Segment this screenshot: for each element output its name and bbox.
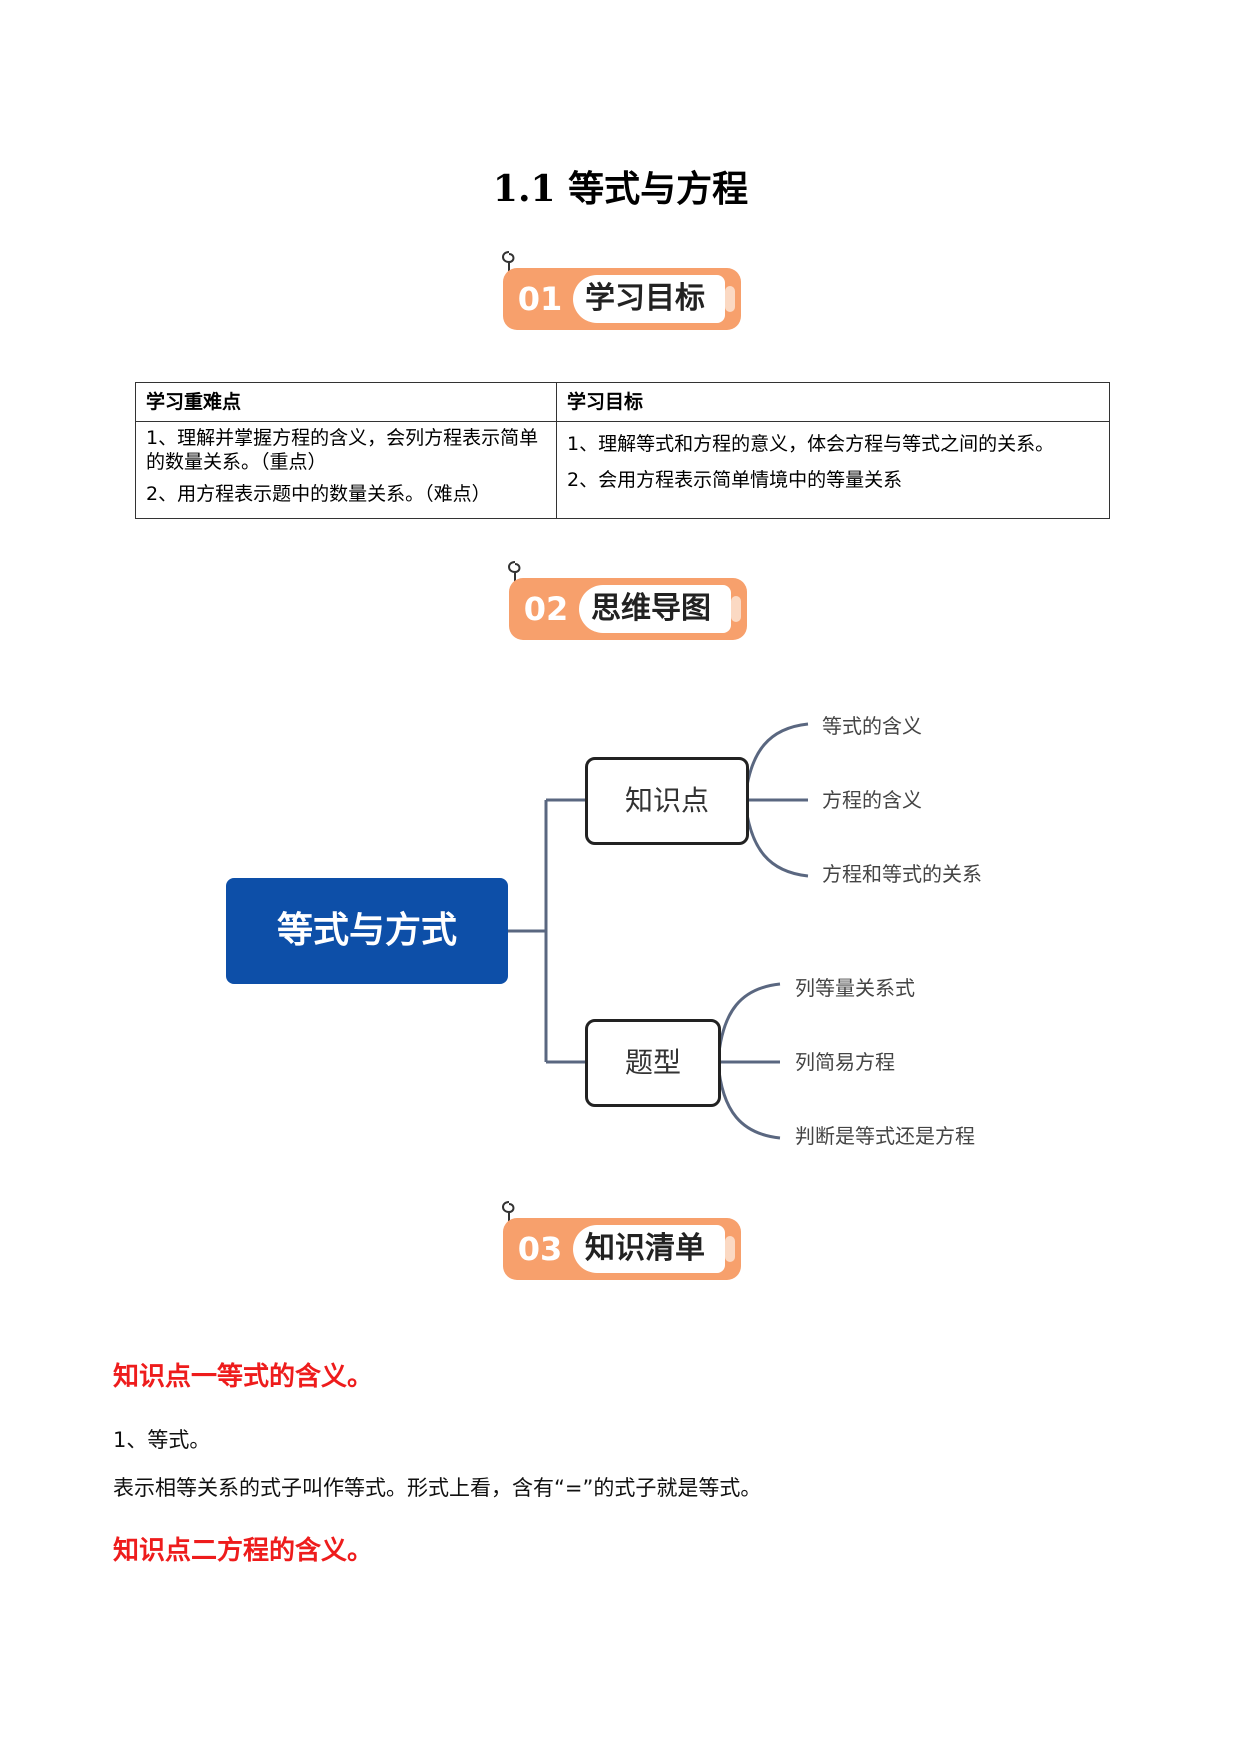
goals-header-right: 学习目标 [556,382,1110,422]
badge-number: 01 [517,280,563,318]
goals-cell-left: 1、理解并掌握方程的含义，会列方程表示简单的数量关系。（重点） 2、用方程表示题… [135,421,557,519]
badge-notch [731,596,741,622]
mindmap-leaf: 判断是等式还是方程 [795,1124,975,1148]
mindmap-root: 等式与方式 [226,878,508,984]
goals-table: 学习重难点 学习目标 1、理解并掌握方程的含义，会列方程表示简单的数量关系。（重… [135,382,1110,519]
knowledge-item: 1、等式。 [113,1428,211,1452]
goals-right-item: 2、会用方程表示简单情境中的等量关系 [567,469,903,491]
badge-inner [573,275,725,323]
knowledge-point-2-heading: 知识点二方程的含义。 [113,1536,374,1566]
badge-notch [725,286,735,312]
mindmap-leaf: 方程和等式的关系 [822,862,982,886]
mindmap-node-knowledge: 知识点 [585,757,749,845]
goals-header-left: 学习重难点 [135,382,557,422]
badge-number: 02 [523,590,569,628]
goals-right-item: 1、理解等式和方程的意义，体会方程与等式之间的关系。 [567,433,1055,455]
badge-label: 思维导图 [591,591,711,626]
page-title: 1.1 等式与方程 [492,168,749,210]
knowledge-text: 表示相等关系的式子叫作等式。形式上看，含有“=”的式子就是等式。 [113,1476,762,1500]
badge-label: 学习目标 [585,281,705,316]
badge-notch [725,1236,735,1262]
mindmap-leaf: 列简易方程 [795,1050,895,1074]
badge-inner [579,585,731,633]
badge-number: 03 [517,1230,563,1268]
mindmap-node-types: 题型 [585,1019,721,1107]
mindmap-leaf: 等式的含义 [822,714,922,738]
goals-left-item: 1、理解并掌握方程的含义，会列方程表示简单的数量关系。（重点） [146,427,539,473]
mindmap-leaf: 方程的含义 [822,788,922,812]
knowledge-point-1-heading: 知识点一等式的含义。 [113,1362,374,1392]
mindmap-leaf: 列等量关系式 [795,976,915,1000]
goals-left-item: 2、用方程表示题中的数量关系。（难点） [146,483,491,505]
badge-label: 知识清单 [585,1231,705,1266]
badge-inner [573,1225,725,1273]
goals-cell-right: 1、理解等式和方程的意义，体会方程与等式之间的关系。 2、会用方程表示简单情境中… [556,421,1110,519]
